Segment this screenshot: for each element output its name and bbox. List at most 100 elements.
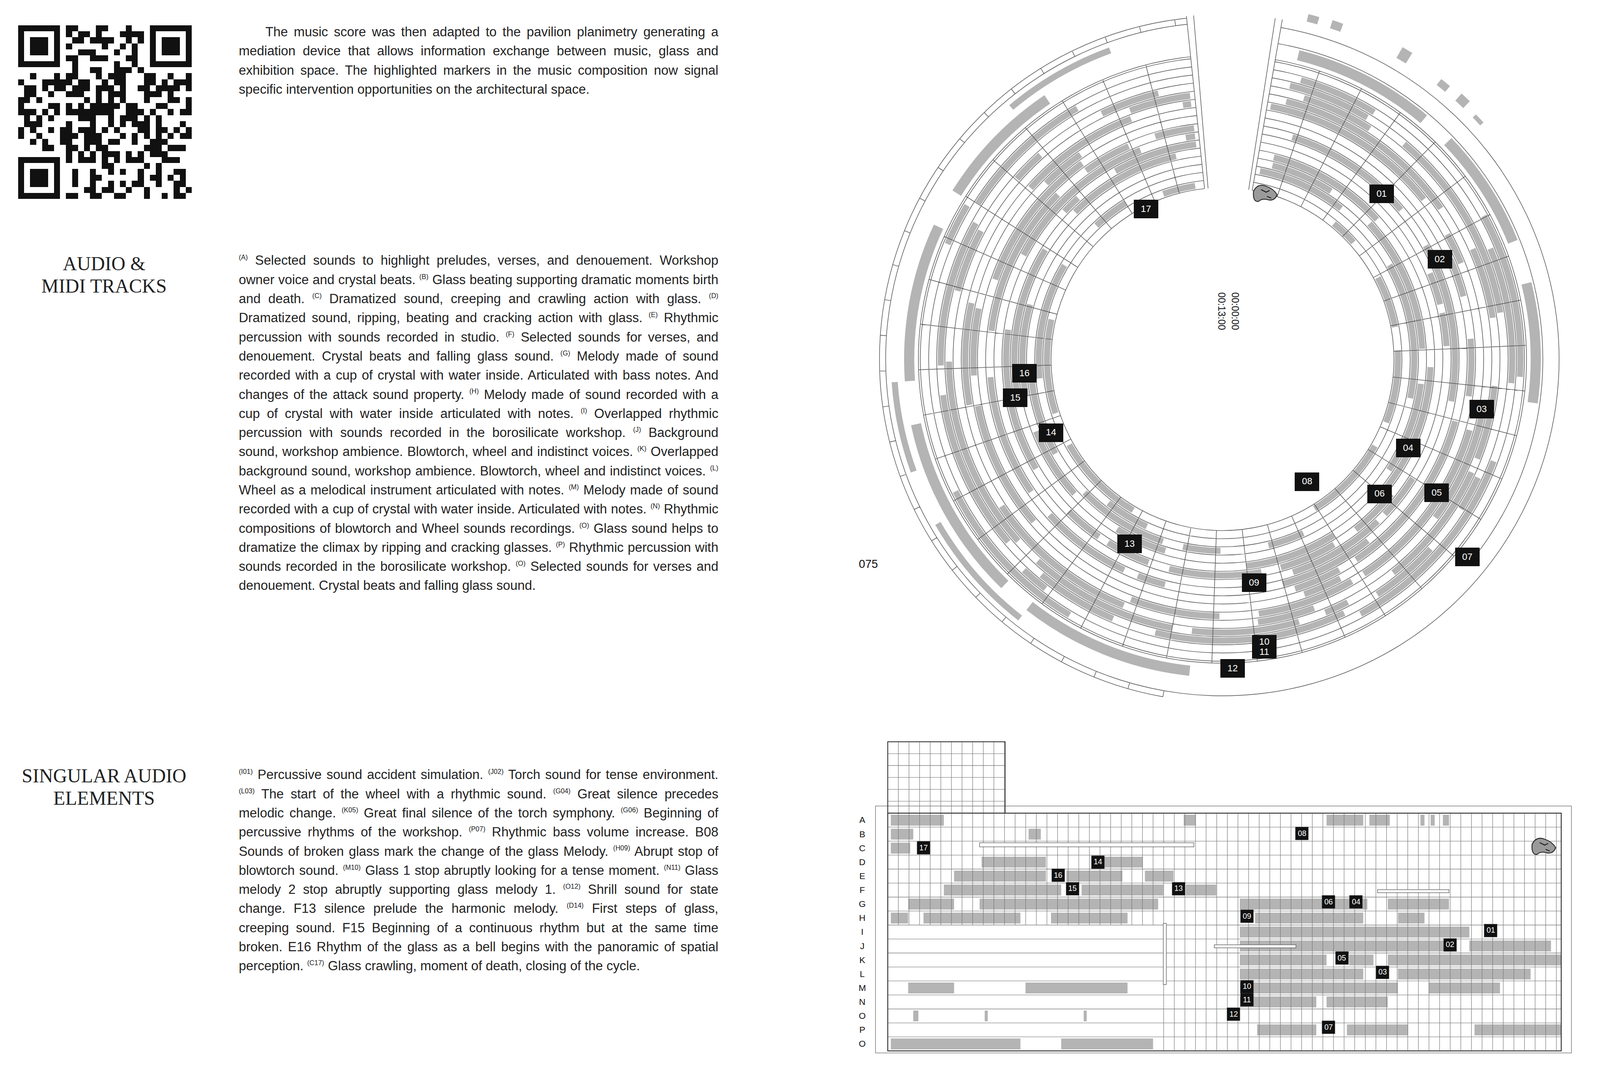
marker-number: 06	[1374, 488, 1385, 499]
row-letter: N	[858, 996, 866, 1008]
marker-box: 03	[1376, 965, 1390, 979]
marker-number: 02	[1434, 254, 1445, 265]
footnote-marker: (C)	[312, 291, 322, 300]
footnote-marker: (P07)	[468, 825, 486, 833]
marker-number: 12	[1229, 1010, 1238, 1019]
marker-box: 07	[1322, 1021, 1336, 1035]
footnote-marker: (H)	[469, 387, 479, 395]
row-letter: K	[859, 955, 866, 966]
footnote-marker: (L)	[709, 464, 719, 472]
marker-number: 01	[1376, 188, 1387, 199]
qr-finder	[161, 37, 180, 56]
footnote-marker: (K05)	[341, 806, 359, 814]
footnote-marker: (I01)	[238, 767, 253, 776]
qr-ground	[18, 25, 192, 199]
label-text: P	[859, 1024, 866, 1035]
marker-box: 17	[1133, 199, 1159, 219]
marker-box: 13	[1117, 534, 1142, 554]
footnote-marker: (N11)	[663, 863, 681, 872]
marker-box: 05	[1335, 951, 1349, 965]
marker-box: 11	[1240, 993, 1254, 1007]
qr-finder	[18, 25, 60, 68]
row-letter: H	[858, 912, 866, 924]
marker-number: 15	[1010, 392, 1021, 403]
label-text: C	[858, 843, 866, 853]
footnote-marker: (N)	[650, 502, 660, 510]
row-letter: L	[859, 969, 865, 980]
footnote-marker: (G06)	[620, 806, 639, 814]
body-text: The start of the wheel with a rhythmic s…	[261, 786, 547, 802]
marker-box: 05	[1424, 483, 1449, 503]
marker-box: 03	[1469, 399, 1495, 419]
footnote-marker: (A)	[238, 253, 248, 261]
footnote-marker: (M10)	[342, 863, 361, 872]
marker-number: 09	[1249, 577, 1260, 588]
label-text: L	[859, 969, 865, 979]
row-letter: O	[858, 1038, 866, 1049]
label-text: D	[858, 857, 866, 867]
marker-number: 07	[1324, 1023, 1333, 1032]
section-heading: SINGULAR AUDIO ELEMENTS	[6, 765, 202, 810]
marker-number: 09	[1242, 912, 1252, 921]
body-text: Great final silence of the torch symphon…	[363, 805, 615, 821]
row-letter: O	[858, 1010, 866, 1022]
marker-number: 14	[1045, 427, 1057, 438]
label-text: 075	[858, 557, 878, 571]
marker-box: 15	[1065, 882, 1079, 896]
plan-wall	[1214, 945, 1296, 949]
qr-finder	[18, 157, 60, 199]
label-text: K	[859, 955, 866, 965]
score-grid	[879, 15, 1560, 698]
heading-text: AUDIO & MIDI TRACKS	[41, 252, 167, 297]
marker-number: 05	[1337, 953, 1347, 963]
section-heading: AUDIO & MIDI TRACKS	[6, 252, 202, 298]
marker-box: 01	[1484, 923, 1498, 938]
footnote-marker: (J02)	[488, 767, 504, 776]
marker-box: 13	[1172, 882, 1186, 896]
label-text: O	[858, 1010, 866, 1021]
label-text: 00:13:00	[1216, 292, 1228, 331]
footnote-marker: (J)	[632, 425, 642, 434]
plan-border	[887, 813, 1562, 1052]
plan-frame	[875, 806, 1572, 1054]
footnote-marker: (B)	[419, 272, 429, 281]
footnote-marker: (P)	[555, 540, 565, 549]
marker-box: 12	[1227, 1007, 1241, 1021]
row-letter: J	[860, 941, 865, 952]
footnote-marker: (K)	[637, 444, 647, 453]
marker-number: 03	[1378, 968, 1387, 977]
marker-box: 14	[1091, 855, 1105, 869]
marker-number: 14	[1093, 858, 1103, 867]
marker-number: 11	[1243, 995, 1252, 1005]
pavilion-plan	[875, 741, 1572, 1054]
label-text: I	[861, 926, 864, 937]
body-text: The music score was then adapted to the …	[238, 24, 719, 97]
marker-number: 08	[1297, 829, 1307, 838]
marker-box: 01	[1369, 184, 1394, 204]
page-number: 075	[858, 557, 878, 571]
marker-number: 03	[1476, 404, 1487, 415]
sculpture-sketch	[1260, 189, 1272, 199]
row-letter: M	[858, 983, 867, 994]
marker-number: 15	[1068, 884, 1077, 894]
marker-box: 09	[1241, 573, 1267, 593]
marker-number: 16	[1019, 368, 1030, 379]
label-text: F	[859, 885, 865, 895]
marker-box: 08	[1295, 827, 1309, 841]
marker-box: 16	[1012, 364, 1037, 383]
footnote-marker: (I)	[580, 406, 587, 415]
body-text: Wheel as a melodical instrument articula…	[238, 482, 565, 498]
footnote-marker: (H09)	[613, 844, 631, 852]
marker-number: 01	[1486, 926, 1495, 935]
heading-text: SINGULAR AUDIO ELEMENTS	[21, 765, 187, 810]
qr-finder	[149, 25, 192, 68]
footnote-marker: (D14)	[566, 901, 584, 910]
marker-box: 10	[1240, 980, 1254, 994]
marker-number: 10	[1242, 982, 1252, 992]
marker-number: 11	[1259, 646, 1270, 658]
qr-finder	[155, 31, 186, 62]
marker-number: 02	[1445, 940, 1455, 950]
marker-box: 16	[1051, 869, 1065, 883]
body-text: Dramatized sound, creeping and crawling …	[329, 291, 702, 307]
